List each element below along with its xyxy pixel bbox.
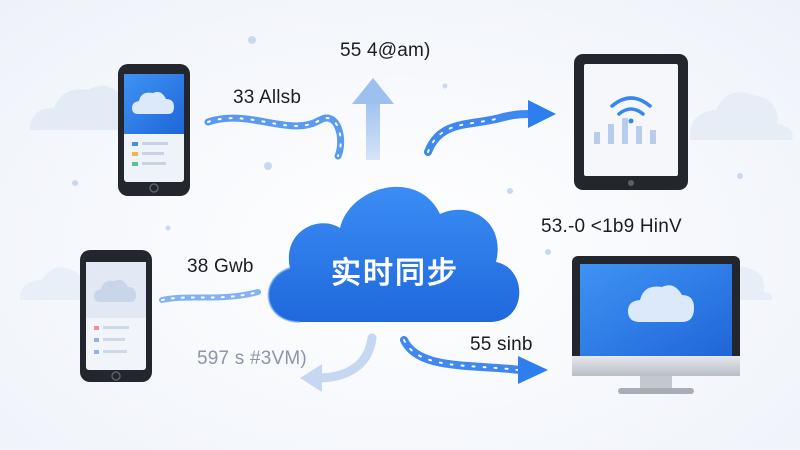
cloud-icon xyxy=(628,285,694,322)
cloud-icon xyxy=(94,279,136,302)
label-top-left: 33 Allsb xyxy=(233,87,302,108)
bar-graphic xyxy=(594,118,656,144)
monitor-device xyxy=(572,256,740,394)
phone-device xyxy=(80,250,152,382)
label-mid-left: 38 Gwb xyxy=(187,256,254,277)
phone-device xyxy=(118,64,190,196)
connector-top-left xyxy=(204,114,345,160)
label-right-mid: 53.-0 <1b9 HinV xyxy=(541,216,682,237)
label-bottom-left: 597 s #3VM) xyxy=(197,348,307,369)
hub-label: 实时同步 xyxy=(331,256,459,291)
connector-mid-left xyxy=(159,289,261,303)
background-cloud-icon xyxy=(20,267,87,300)
arrow-right-icon xyxy=(528,100,556,128)
cloud-icon xyxy=(132,91,174,114)
connector-bottom-left-arrow xyxy=(300,333,377,392)
label-bottom-right: 55 sinb xyxy=(470,334,533,355)
arrow-right-icon xyxy=(518,356,548,384)
tablet-device xyxy=(574,54,688,190)
connector-top-center-arrow xyxy=(352,78,394,160)
background-cloud-icon xyxy=(30,85,145,130)
background-cloud-icon xyxy=(689,92,793,140)
arrow-left-icon xyxy=(300,364,322,392)
label-top-center: 55 4@am) xyxy=(340,40,431,61)
sync-hub-cloud-icon xyxy=(267,186,520,323)
connector-to-monitor xyxy=(400,336,548,384)
decorative-dots xyxy=(72,36,743,255)
connector-to-tablet xyxy=(424,100,556,156)
wifi-icon xyxy=(610,96,652,124)
